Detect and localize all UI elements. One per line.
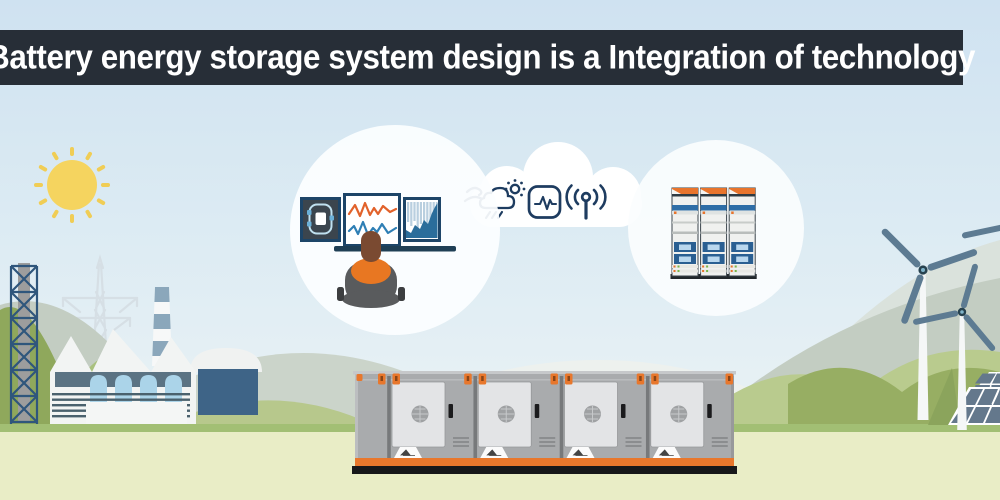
operator-control-station xyxy=(290,125,500,335)
operator-chair-seat xyxy=(342,290,400,308)
battery-rack-group xyxy=(628,140,804,316)
operator-shoulders xyxy=(351,258,391,284)
chair-armrest-left xyxy=(337,287,344,301)
container-orange-stripe xyxy=(355,458,734,466)
title-banner: Battery energy storage system design is … xyxy=(0,30,976,85)
sun xyxy=(34,147,110,223)
wind-turbine-2 xyxy=(913,263,996,430)
storage-dome xyxy=(190,348,262,372)
control-desk xyxy=(334,246,456,252)
analytics-icon xyxy=(527,185,562,219)
battery-rack xyxy=(670,187,757,279)
factory-front-slab xyxy=(86,402,187,425)
container-dividers xyxy=(387,376,734,458)
factory-arch-windows xyxy=(90,375,182,403)
wind-turbines xyxy=(881,224,1000,430)
chair-armrest-right xyxy=(398,287,405,301)
bess-container-row xyxy=(352,371,737,474)
battery-status-screen xyxy=(300,197,341,242)
container-latches xyxy=(356,373,733,385)
lattice-tower xyxy=(9,263,39,424)
signal-icon xyxy=(565,184,607,220)
wind-turbine-1 xyxy=(881,228,978,420)
wind-turbine-3-blade xyxy=(961,224,1000,239)
operator-hair xyxy=(361,231,381,262)
plant-blue-block xyxy=(198,369,258,415)
power-plant xyxy=(50,287,262,425)
banner-title: Battery energy storage system design is … xyxy=(0,37,976,77)
container-base xyxy=(352,466,737,474)
bess-container xyxy=(391,381,728,458)
trend-chart-screen xyxy=(403,197,441,242)
